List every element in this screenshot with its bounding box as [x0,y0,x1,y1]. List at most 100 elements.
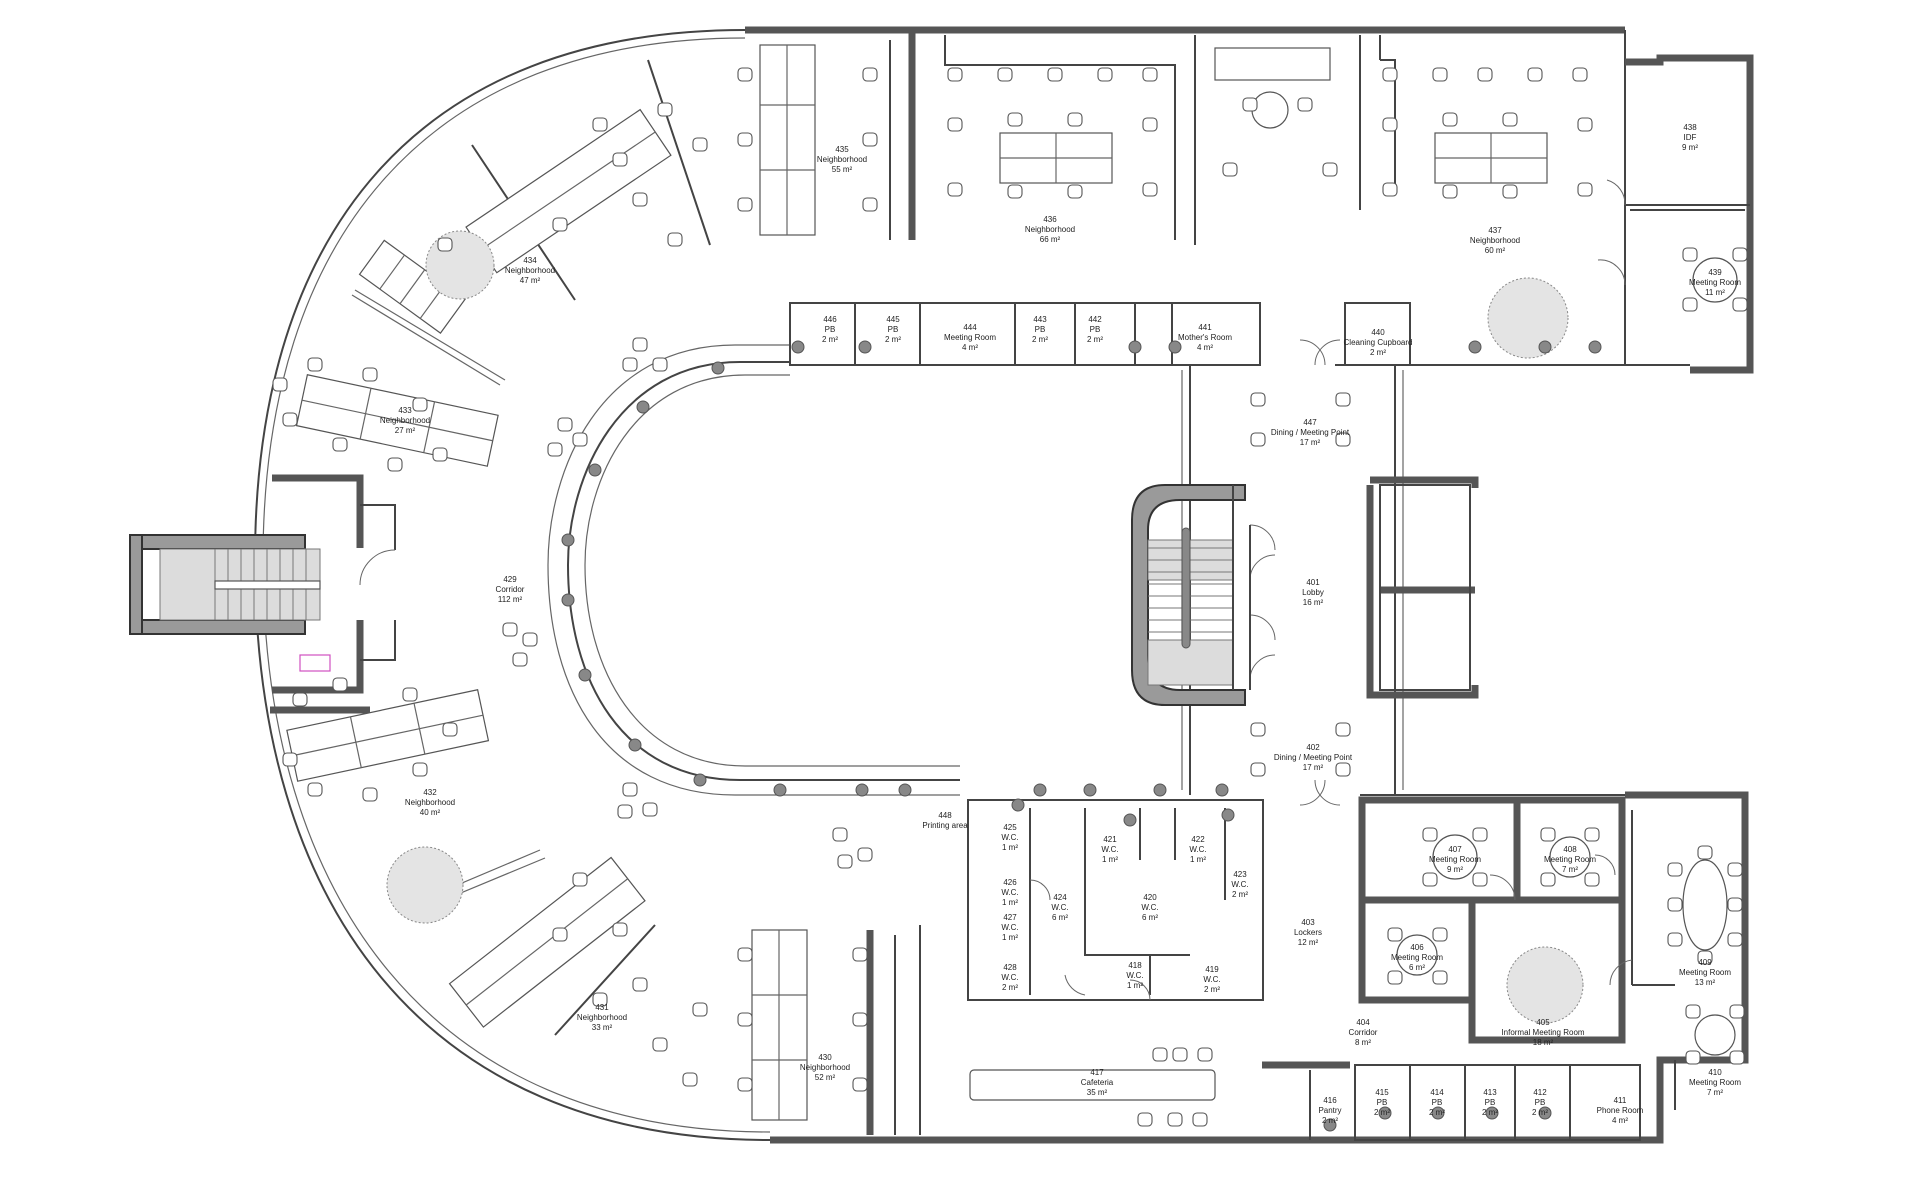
room-number: 439 [1708,268,1722,277]
room-number: 431 [595,1003,609,1012]
chair [1242,97,1258,112]
room-area: 6 m² [1409,963,1425,972]
room-name: Cafeteria [1081,1078,1114,1087]
room-name: Meeting Room [944,333,996,342]
room-name: W.C. [1001,833,1018,842]
room-area: 7 m² [1707,1088,1723,1097]
room-area: 2 m² [1370,348,1386,357]
room-area: 16 m² [1303,598,1324,607]
room-area: 6 m² [1142,913,1158,922]
room-name: Neighborhood [380,416,430,425]
chair [837,854,853,869]
chair [1172,1047,1188,1062]
chair [442,722,458,737]
chair [332,437,348,452]
chair [272,377,288,392]
room-area: 13 m² [1695,978,1716,987]
chair [1335,762,1351,777]
chair [1067,112,1083,127]
room-name: W.C. [1141,903,1158,912]
room-name: PB [1035,325,1046,334]
column [711,361,725,375]
column [1221,808,1235,822]
room-number: 420 [1143,893,1157,902]
chair [947,117,963,132]
room-number: 427 [1003,913,1017,922]
chair [1422,827,1438,842]
room-number: 419 [1205,965,1219,974]
chair [1387,970,1403,985]
chair [737,197,753,212]
chair [1584,827,1600,842]
table-408 [1549,836,1591,878]
desks-433 [295,374,499,467]
chair [1572,67,1588,82]
room-area: 8 m² [1355,1038,1371,1047]
chair [1192,1112,1208,1127]
chair [997,67,1013,82]
lounge-sofa [1214,47,1331,81]
chair [857,847,873,862]
chair [1047,67,1063,82]
room-name: W.C. [1001,973,1018,982]
chair [1685,1004,1701,1019]
chair [1502,184,1518,199]
room-area: 6 m² [1052,913,1068,922]
chair [502,622,518,637]
chair [362,367,378,382]
chair [1667,897,1683,912]
chair [512,652,528,667]
chair [1477,67,1493,82]
chair [1727,897,1743,912]
room-name: Neighborhood [1470,236,1520,245]
chair [412,762,428,777]
room-area: 2 m² [822,335,838,344]
room-area: 4 m² [962,343,978,352]
room-name: IDF [1684,133,1697,142]
chair [737,1012,753,1027]
room-area: 9 m² [1447,865,1463,874]
room-name: Lockers [1294,928,1322,937]
chair [1142,182,1158,197]
room-number: 406 [1410,943,1424,952]
room-name: Neighborhood [405,798,455,807]
chair [862,132,878,147]
room-area: 9 m² [1682,143,1698,152]
column [1323,1118,1337,1132]
chair [1682,247,1698,262]
chair [1584,872,1600,887]
chair [1387,927,1403,942]
chair [737,947,753,962]
room-number: 428 [1003,963,1017,972]
room-area: 2 m² [1429,1108,1445,1117]
room-area: 1 m² [1190,855,1206,864]
chair [1007,112,1023,127]
room-name: Corridor [1349,1028,1378,1037]
room-number: 402 [1306,743,1320,752]
room-area: 1 m² [1102,855,1118,864]
room-name: Meeting Room [1689,278,1741,287]
room-name: W.C. [1189,845,1206,854]
chair [1685,1050,1701,1065]
column [693,773,707,787]
column [1378,1106,1392,1120]
column [1123,813,1137,827]
chair [402,687,418,702]
chair [1222,162,1238,177]
room-area: 17 m² [1303,763,1324,772]
chair [547,442,563,457]
